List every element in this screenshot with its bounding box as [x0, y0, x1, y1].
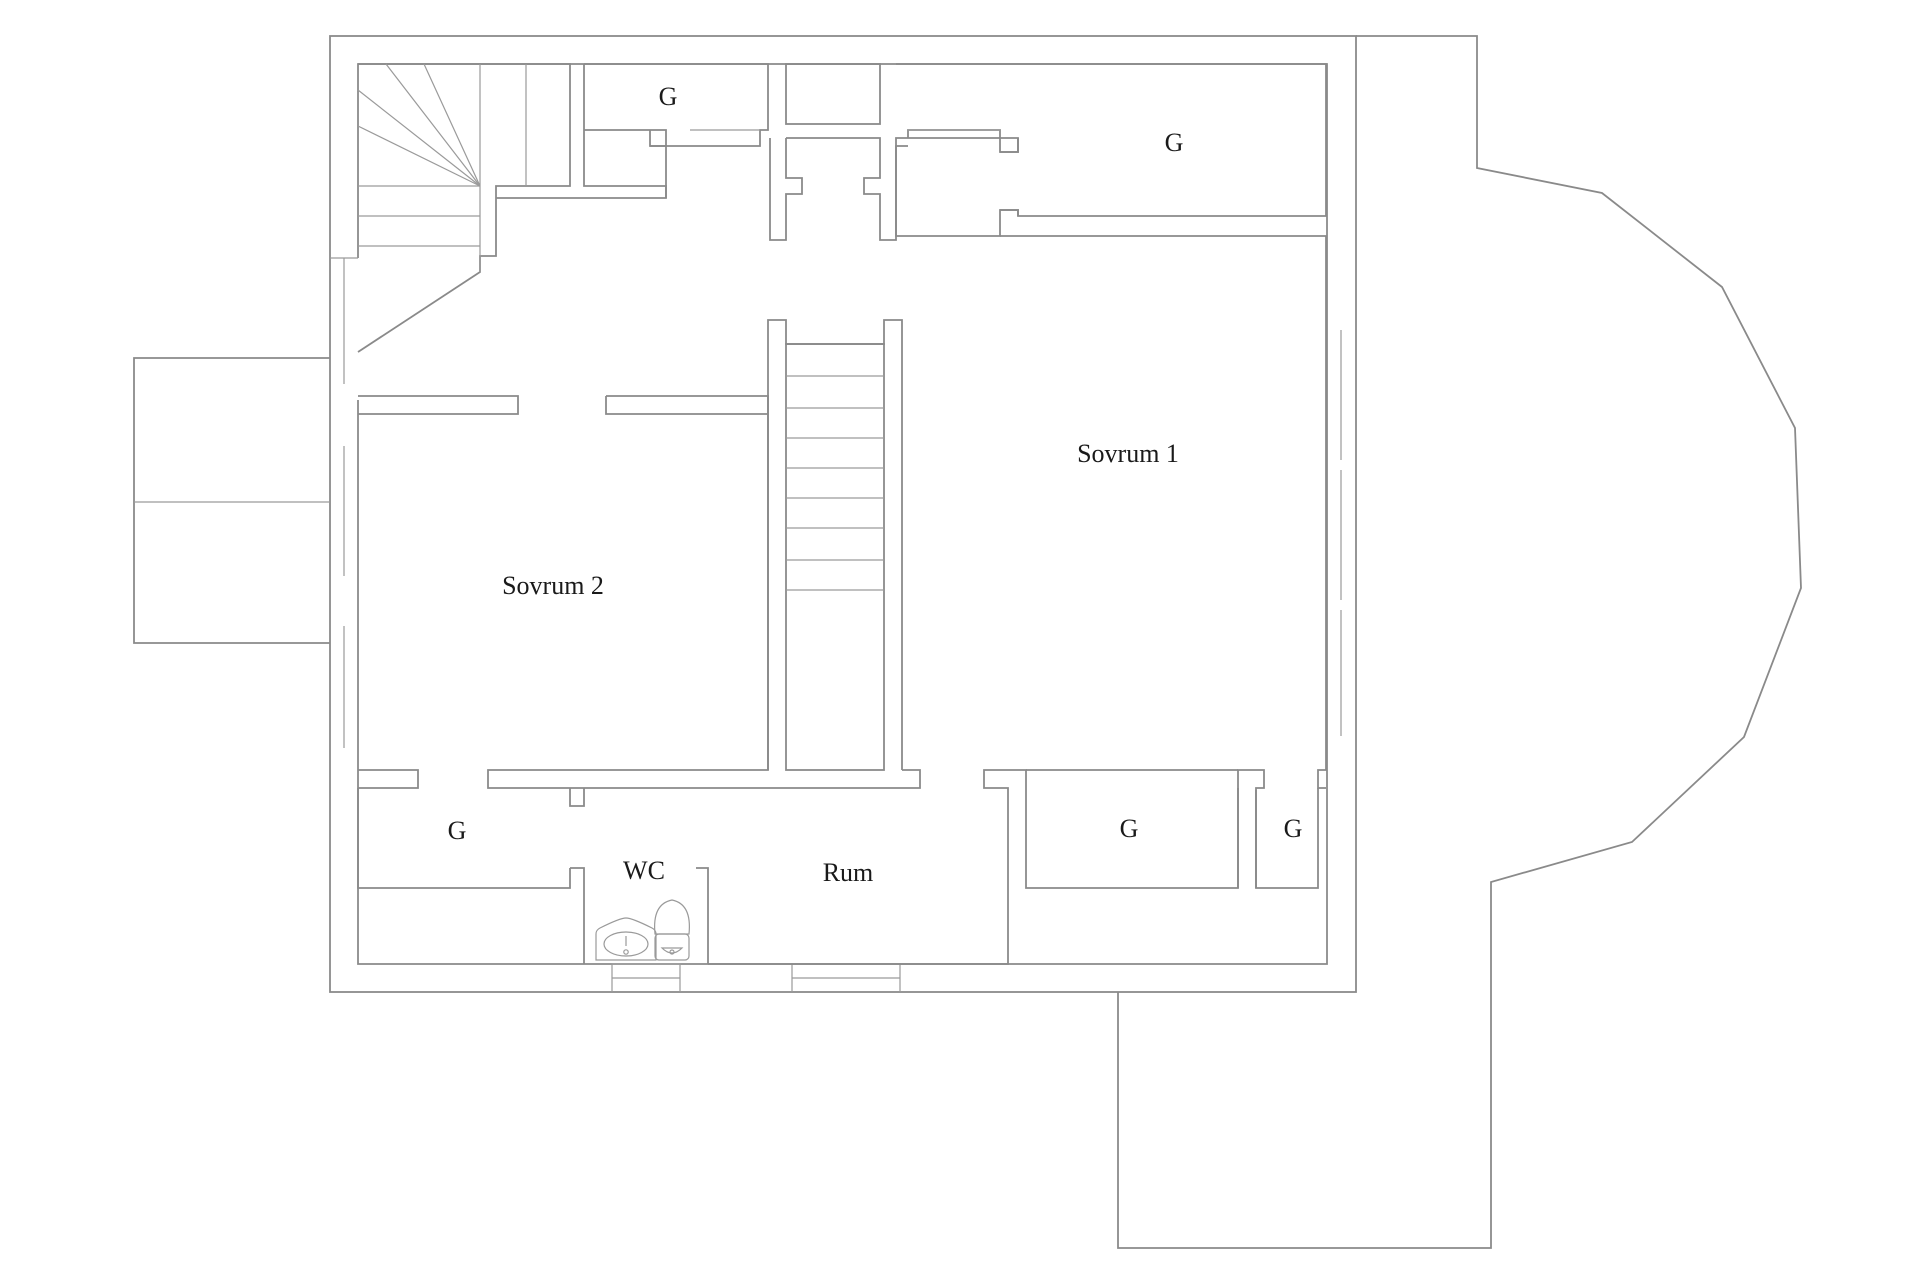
nw-stair-winder-2 [357, 125, 481, 187]
closet-north-3-shelf [1000, 138, 1019, 153]
closet-north-3 [895, 63, 1327, 237]
nw-stair-winder-4 [423, 63, 481, 187]
central-staircase [706, 319, 921, 789]
rum-walls [708, 769, 1009, 965]
hall-niche-left [769, 138, 803, 241]
closet-north-1 [584, 63, 769, 147]
windows [330, 257, 1342, 992]
sovrum2-north-wall-left [358, 395, 519, 415]
label-sovrum-1: Sovrum 1 [1077, 439, 1179, 468]
outer-walls [329, 35, 1357, 993]
label-wc: WC [623, 856, 665, 885]
label-sovrum-2: Sovrum 2 [502, 571, 604, 600]
north-closets [496, 63, 1327, 241]
closet-north-2 [785, 63, 881, 125]
closet-sw [357, 788, 571, 889]
wc-west-wall [570, 867, 585, 964]
hall-niche [786, 129, 1019, 241]
sovrum2-north-wall-right-lower [605, 396, 768, 415]
sovrum1-walls [1000, 235, 1327, 789]
closet-north-1-door [650, 145, 667, 198]
toilet-icon [654, 899, 690, 961]
house-inner-wall [357, 63, 1328, 965]
label-closet-north-3: G [1165, 128, 1184, 157]
nw-staircase [357, 63, 571, 353]
closet-north-1-wall [496, 64, 667, 199]
central-stair-run [785, 343, 885, 771]
rum-east-wall [1008, 769, 1319, 889]
label-closet-se-2: G [1284, 814, 1303, 843]
sovrum2-walls [358, 395, 769, 789]
house-outer-wall [329, 35, 1357, 993]
label-closet-north-1: G [659, 82, 678, 111]
nw-stair-wall [357, 63, 571, 353]
porch-outline [133, 357, 330, 644]
wc-east-wall [696, 867, 709, 964]
nw-stair-winder-3 [385, 63, 481, 187]
east-terrace [1117, 35, 1802, 1249]
window-south-wc-frame [611, 963, 681, 992]
label-rum: Rum [823, 858, 874, 887]
room-labels: Sovrum 1 Sovrum 2 WC Rum G G G G G [448, 82, 1303, 887]
label-closet-se-1: G [1120, 814, 1139, 843]
sovrum2-north-wall-right [487, 395, 769, 789]
corridor-south-stubs [569, 788, 585, 807]
west-porch [133, 357, 330, 644]
closet-north-3-wall [1000, 209, 1019, 216]
stair-landing-wall [706, 769, 921, 789]
central-stair-walls [767, 319, 903, 770]
nw-stair-winder-1 [357, 89, 481, 187]
wc-fixtures [595, 899, 690, 961]
sovrum2-south-wall-left [358, 769, 419, 789]
label-closet-sw: G [448, 816, 467, 845]
south-rooms [357, 769, 1319, 965]
sink-icon [595, 917, 657, 961]
